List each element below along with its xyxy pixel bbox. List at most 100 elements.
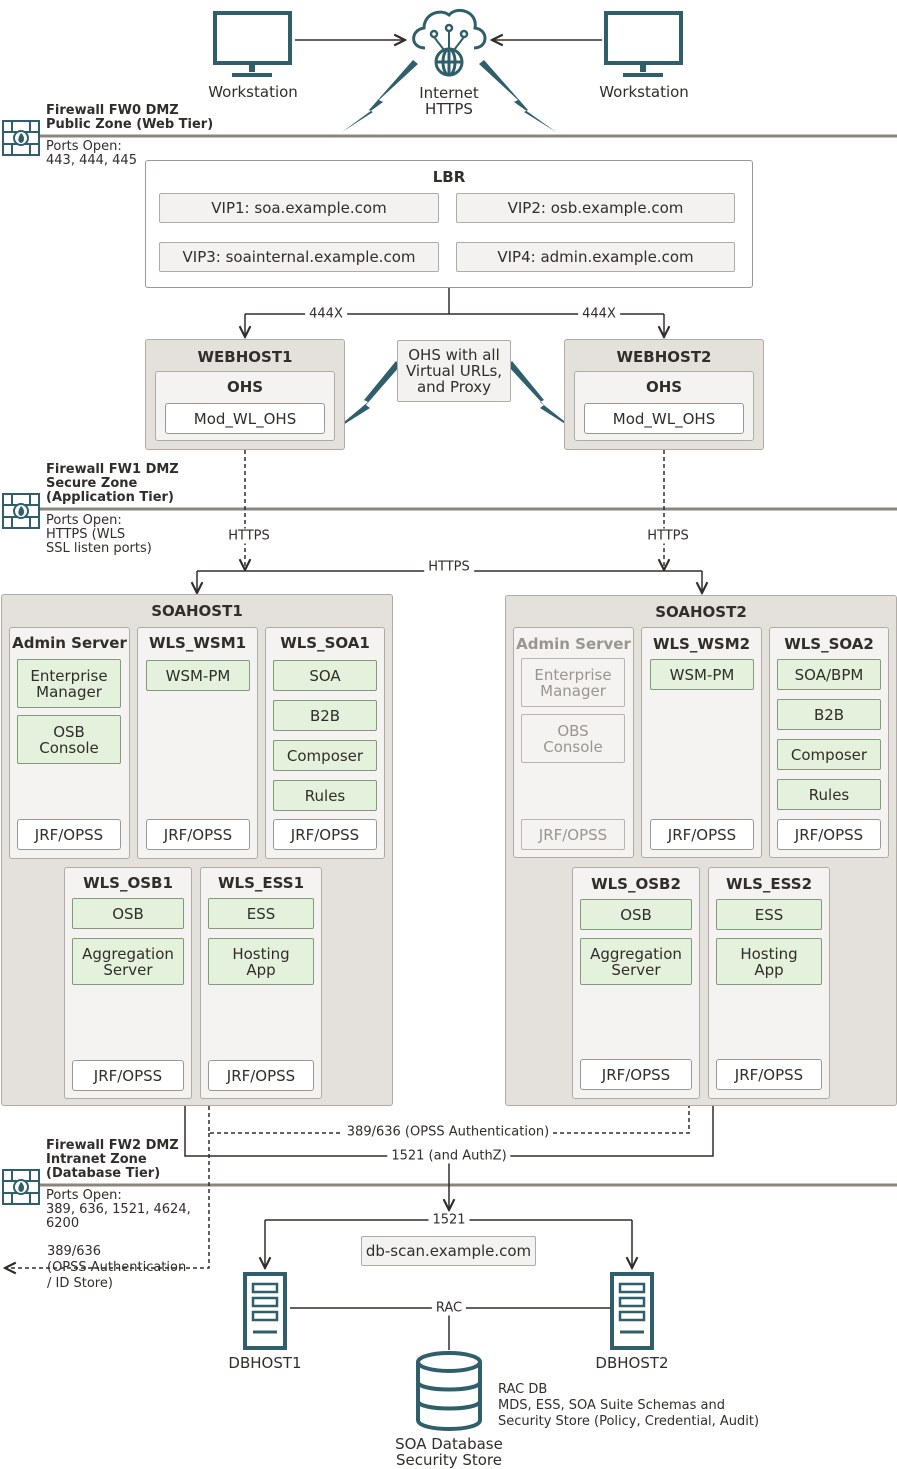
fw0-ports-label: Ports Open: (46, 139, 122, 154)
wls-ess1-title: WLS_ESS1 (217, 874, 305, 892)
component-label: Enterprise (30, 667, 108, 685)
hosting-app-box: Hosting App (208, 938, 314, 985)
rac-label: RAC (431, 1300, 467, 1316)
wls-osb1-title: WLS_OSB1 (83, 874, 173, 892)
wls-soa2-title: WLS_SOA2 (784, 635, 874, 653)
component-label: App (754, 961, 784, 979)
wls-wsm1-title: WLS_WSM1 (148, 634, 247, 652)
jrf-opss-box: JRF/OPSS (208, 1060, 314, 1091)
jrf-opss-box: JRF/OPSS (580, 1059, 692, 1090)
fw1-ports: SSL listen ports) (46, 541, 152, 556)
ohs-note-line: and Proxy (416, 378, 492, 396)
https-label: HTTPS (224, 528, 274, 544)
wls-soa1-title: WLS_SOA1 (280, 634, 370, 652)
internet-cloud-icon (412, 9, 487, 77)
soa-box: SOA (273, 660, 377, 691)
jrf-opss-box: JRF/OPSS (650, 819, 754, 850)
webhost2-title: WEBHOST2 (616, 348, 712, 366)
jrf-opss-box: JRF/OPSS (521, 819, 625, 850)
port-label: 444X (305, 306, 347, 322)
hosting-app-box: Hosting App (716, 938, 822, 985)
mod-wl-ohs-box: Mod_WL_OHS (584, 403, 744, 434)
authz-label: 1521 (and AuthZ) (387, 1148, 511, 1164)
https-label: HTTPS (643, 528, 693, 544)
jrf-opss-box: JRF/OPSS (777, 819, 881, 850)
fw2-tier: (Database Tier) (46, 1166, 161, 1181)
composer-box: Composer (273, 740, 377, 771)
aggregation-server-box: Aggregation Server (580, 938, 692, 985)
jrf-opss-box: JRF/OPSS (72, 1060, 184, 1091)
lightning-icon (342, 60, 556, 132)
vip-box: VIP2: osb.example.com (456, 193, 735, 223)
wls-wsm2-title: WLS_WSM2 (652, 635, 751, 653)
mod-wl-ohs-box: Mod_WL_OHS (165, 403, 325, 434)
soahost2-title: SOAHOST2 (655, 603, 747, 621)
component-label: Console (39, 739, 99, 757)
firewall-icon (2, 1169, 40, 1205)
fw1-tier: (Application Tier) (46, 490, 174, 505)
database-icon (416, 1351, 482, 1431)
db-store-label: Security Store (395, 1451, 503, 1469)
ohs-note-box: OHS with all Virtual URLs, and Proxy (397, 340, 511, 402)
component-label: Server (611, 961, 661, 979)
internet-label: Internet (419, 84, 479, 102)
ohs-title: OHS (645, 378, 683, 396)
db-desc-label: Security Store (Policy, Credential, Audi… (498, 1414, 760, 1429)
fw0-zone: Public Zone (Web Tier) (46, 117, 214, 132)
component-label: Aggregation (590, 945, 682, 963)
composer-box: Composer (777, 739, 881, 770)
workstation-left-icon (213, 11, 292, 77)
fw2-title: Firewall FW2 DMZ (46, 1138, 179, 1153)
rules-box: Rules (273, 780, 377, 811)
wsm-pm-box: WSM-PM (146, 660, 250, 691)
fw0-ports: 443, 444, 445 (46, 153, 137, 168)
ess-box: ESS (208, 898, 314, 929)
firewall-icon (2, 120, 40, 156)
jrf-opss-box: JRF/OPSS (146, 819, 250, 850)
vip-box: VIP3: soainternal.example.com (159, 242, 439, 272)
fw2-zone: Intranet Zone (46, 1152, 147, 1167)
enterprise-manager-box: Enterprise Manager (521, 658, 625, 707)
jrf-opss-box: JRF/OPSS (17, 819, 121, 850)
component-label: Hosting (740, 945, 798, 963)
component-label: OBS (557, 722, 589, 740)
vip-box: VIP4: admin.example.com (456, 242, 735, 272)
component-label: Server (103, 961, 153, 979)
b2b-box: B2B (777, 699, 881, 730)
fw1-zone: Secure Zone (46, 476, 138, 491)
wsm-pm-box: WSM-PM (650, 659, 754, 690)
dbhost1-label: DBHOST1 (228, 1354, 302, 1372)
db-server-icon (610, 1272, 654, 1350)
ohs-note-line: Virtual URLs, (405, 362, 503, 380)
ess-box: ESS (716, 899, 822, 930)
component-label: Console (543, 738, 603, 756)
soahost1-title: SOAHOST1 (151, 602, 243, 620)
fw1-ports-label: Ports Open: (46, 513, 122, 528)
opss-auth-label: 389/636 (OPSS Authentication) (342, 1124, 554, 1140)
fw2-ports: 6200 (46, 1216, 80, 1231)
component-label: OSB (53, 723, 85, 741)
osb-console-box: OSB Console (17, 715, 121, 764)
db-desc-label: RAC DB (498, 1382, 548, 1397)
wls-osb2-title: WLS_OSB2 (591, 875, 681, 893)
soa-bpm-box: SOA/BPM (777, 659, 881, 690)
obs-console-box: OBS Console (521, 714, 625, 763)
component-label: Aggregation (82, 945, 174, 963)
ohs-title: OHS (226, 378, 264, 396)
component-label: Enterprise (534, 666, 612, 684)
rules-box: Rules (777, 779, 881, 810)
lbr-title: LBR (432, 168, 466, 186)
db-server-icon (243, 1272, 287, 1350)
component-label: Manager (540, 682, 606, 700)
firewall-icon (2, 493, 40, 529)
b2b-box: B2B (273, 700, 377, 731)
fw2-ports-label: Ports Open: (46, 1188, 122, 1203)
osb-box: OSB (72, 898, 184, 929)
enterprise-manager-box: Enterprise Manager (17, 659, 121, 708)
https-label: HTTPS (424, 559, 474, 575)
admin-server-title: Admin Server (12, 634, 127, 652)
webhost1-title: WEBHOST1 (197, 348, 293, 366)
port-label: 444X (578, 306, 620, 322)
wls-ess2-title: WLS_ESS2 (725, 875, 813, 893)
ldap-desc-label: / ID Store) (47, 1276, 113, 1291)
